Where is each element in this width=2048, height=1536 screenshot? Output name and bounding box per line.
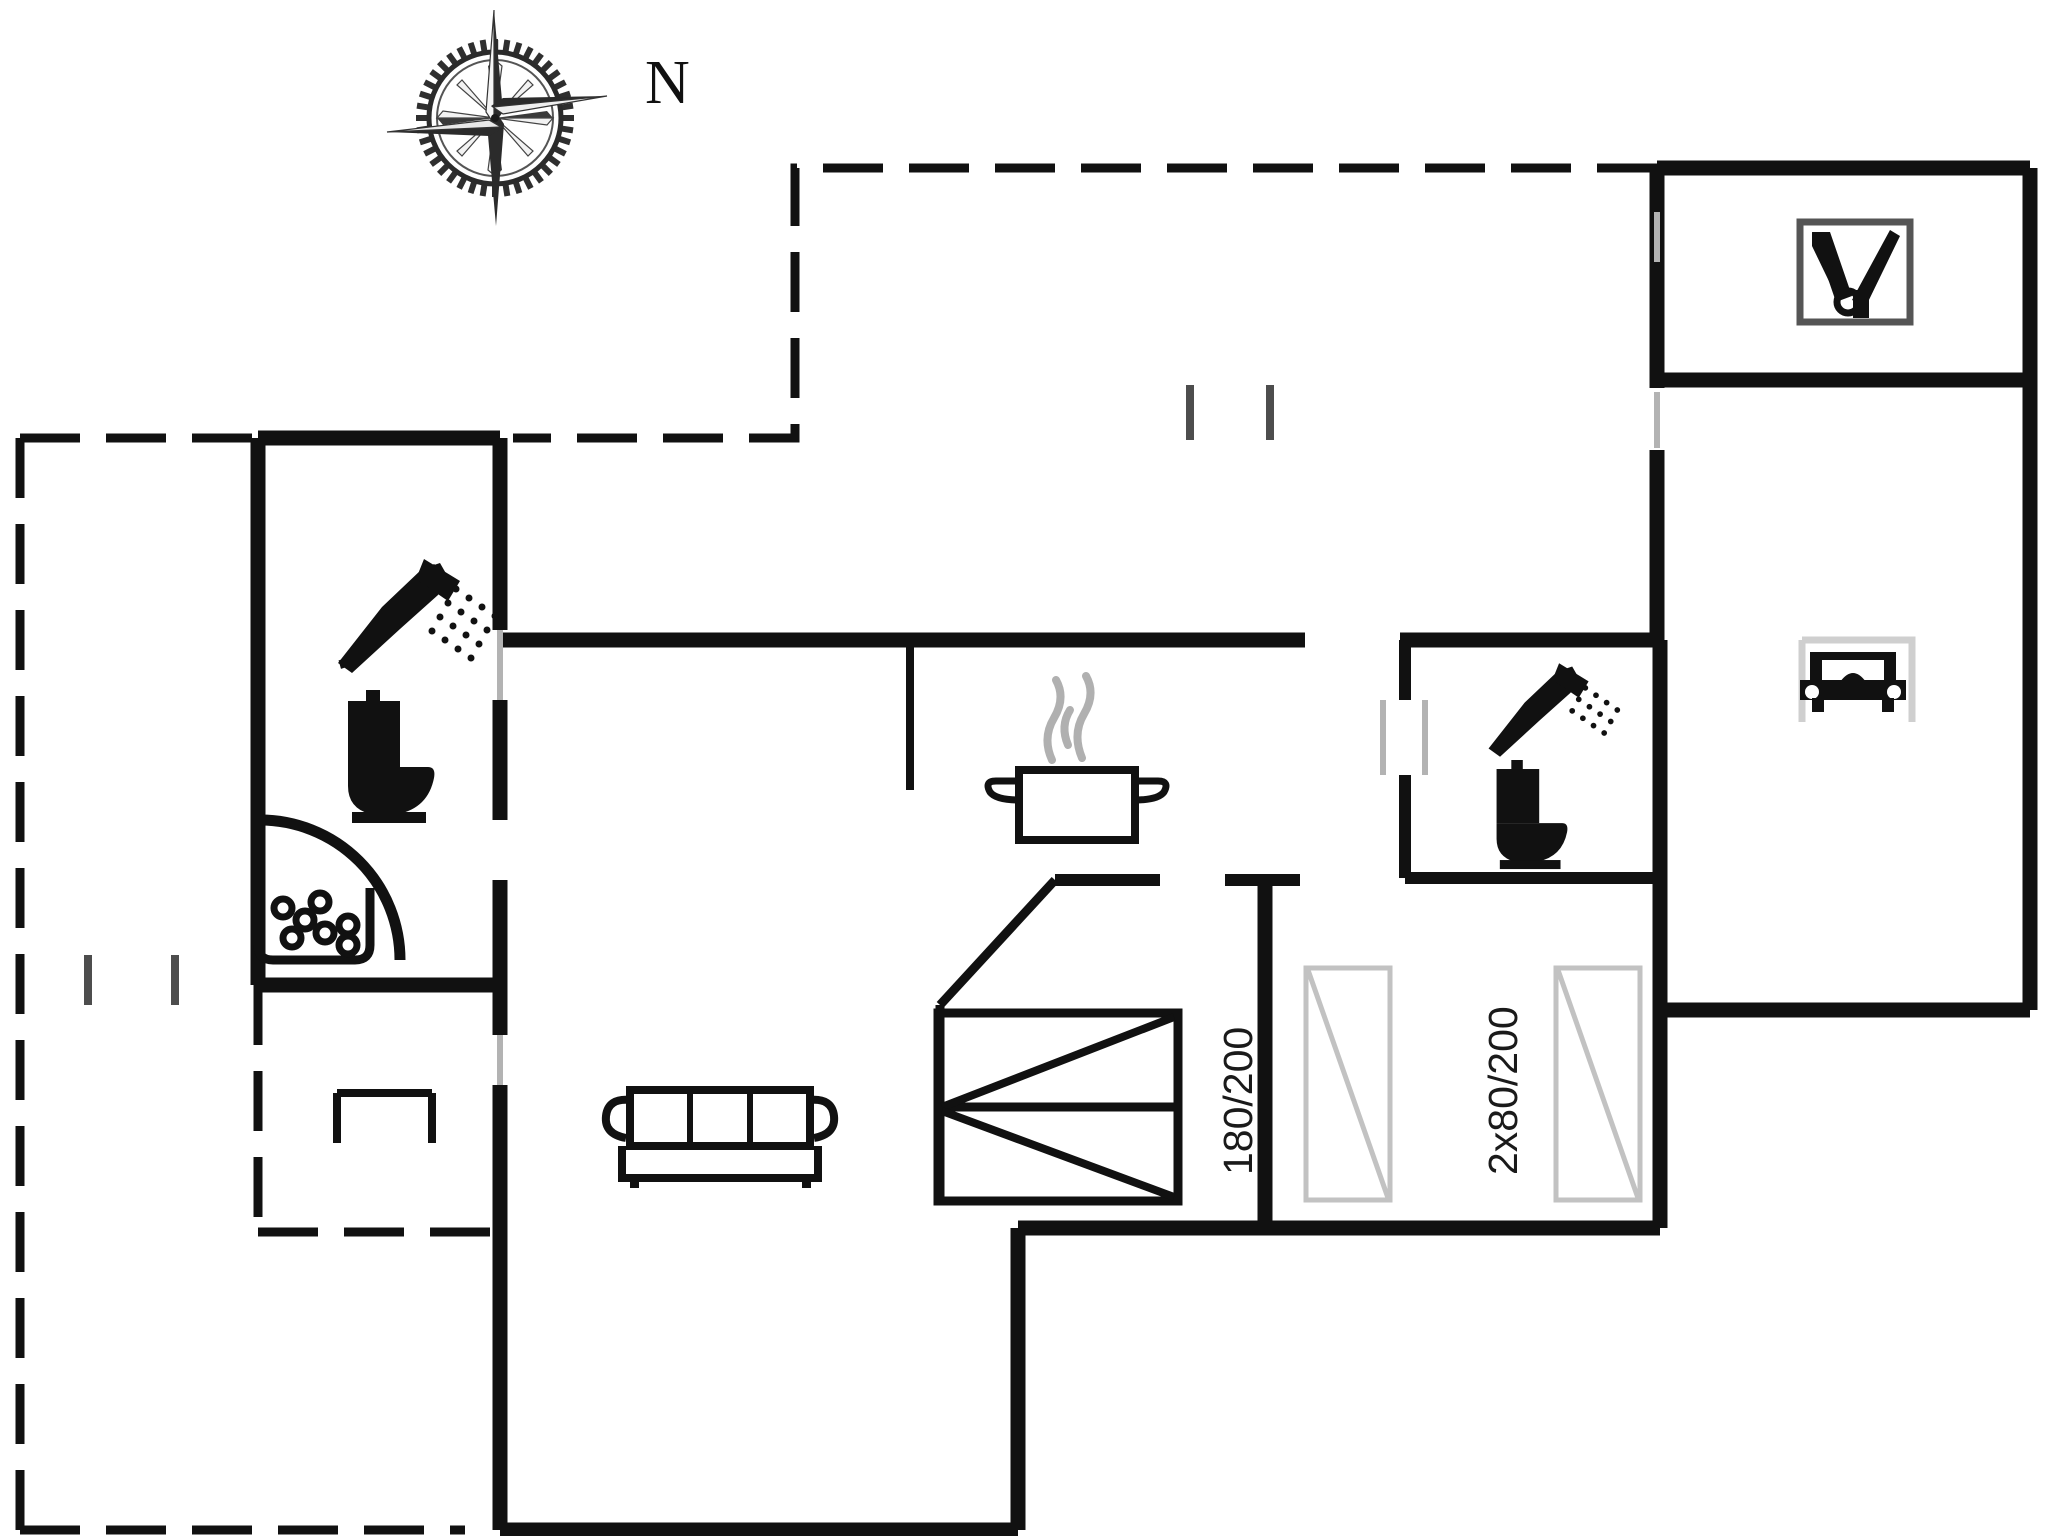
car-carport-icon [1798, 636, 1916, 722]
table-icon [333, 1089, 436, 1143]
bed-size-label-double: 180/200 [1215, 1026, 1261, 1175]
door-openings [497, 212, 1660, 1085]
compass-needle-icon [386, 9, 608, 226]
bed-size-label-twin: 2x80/200 [1480, 1006, 1526, 1175]
single-bed [1553, 965, 1643, 1203]
north-label: N [645, 49, 690, 117]
toilet-icon [348, 690, 435, 823]
compass-rose [386, 9, 608, 226]
shower-icon [338, 559, 499, 673]
stair-slope [935, 876, 1059, 1200]
terrace-dashed-outline [15, 163, 1657, 1536]
rail-ticks [84, 385, 1274, 1005]
single-bed [1303, 965, 1393, 1203]
broom-mop-icon [1796, 218, 1914, 326]
toilet-icon [1496, 760, 1568, 870]
steam-icon [1043, 672, 1095, 764]
cooking-pot-icon [984, 672, 1170, 844]
interior-walls [1055, 640, 1660, 1228]
shower-icon [1488, 663, 1621, 757]
double-bed [933, 1008, 1183, 1206]
walls-group [15, 160, 2038, 1536]
washing-machine-icon [253, 888, 375, 965]
exterior-walls [250, 160, 2038, 1536]
sofa-icon [601, 1086, 839, 1188]
door-swing-icon [259, 814, 406, 961]
